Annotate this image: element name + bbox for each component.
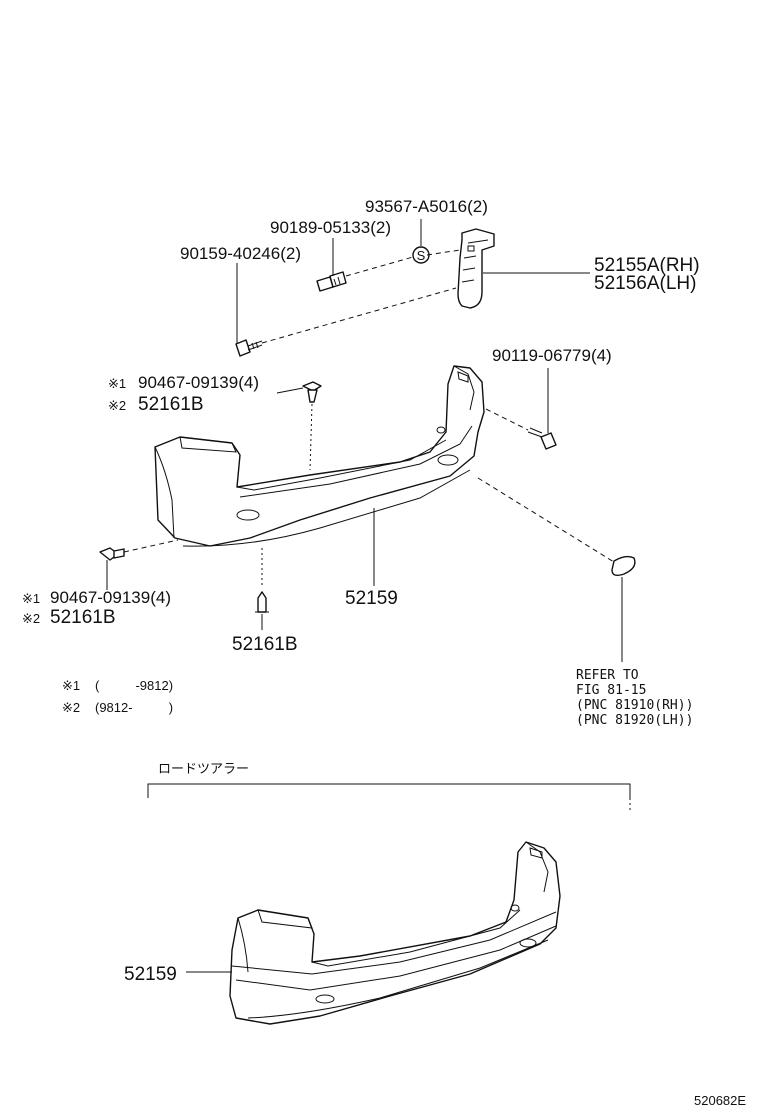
clip-52161b-bottom-icon <box>255 591 269 613</box>
bumper-retainer-icon <box>457 228 495 309</box>
clip-90467-left-icon <box>99 547 125 561</box>
clip-symbol: S <box>417 248 426 263</box>
label-52156: 52156A(LH) <box>594 273 696 294</box>
section-title: ロードツアラー <box>158 761 249 776</box>
label-52155: 52155A(RH) <box>594 255 700 276</box>
left-mark-1: ※1 <box>22 591 40 606</box>
refer-line-2: FIG 81-15 <box>576 683 646 698</box>
rear-bumper-cover-lower <box>229 841 561 1025</box>
note-2-text: (9812- ) <box>95 700 173 715</box>
top-mark-2: ※2 <box>108 398 126 413</box>
screw-90159-icon <box>235 339 263 357</box>
refer-line-3: (PNC 81910(RH)) <box>576 698 693 713</box>
rear-bumper-cover-upper <box>154 365 485 547</box>
label-52161b-top: 52161B <box>138 394 204 415</box>
diagram-code: 520682E <box>694 1093 746 1108</box>
note-2-mark: ※2 <box>62 700 80 715</box>
top-mark-1: ※1 <box>108 376 126 391</box>
label-90159: 90159-40246(2) <box>180 244 301 263</box>
refer-line-1: REFER TO <box>576 668 639 683</box>
label-93567: 93567-A5016(2) <box>365 197 488 216</box>
label-90119: 90119-06779(4) <box>492 346 612 365</box>
left-mark-2: ※2 <box>22 611 40 626</box>
label-90467-top: 90467-09139(4) <box>138 373 259 392</box>
screw-90189-icon <box>316 271 347 292</box>
reflector-icon <box>611 555 636 577</box>
note-1-mark: ※1 <box>62 678 80 693</box>
clip-93567-icon: S <box>412 246 430 264</box>
label-52159: 52159 <box>345 588 398 609</box>
section-bracket <box>147 783 631 798</box>
label-52159-lower: 52159 <box>124 964 177 985</box>
note-1-text: ( -9812) <box>95 678 173 693</box>
label-52161b-bottom: 52161B <box>232 634 298 655</box>
label-52161b-left: 52161B <box>50 607 116 628</box>
label-90189: 90189-05133(2) <box>270 218 391 237</box>
bolt-90119-icon <box>527 427 557 450</box>
refer-line-4: (PNC 81920(LH)) <box>576 713 693 728</box>
label-90467-left: 90467-09139(4) <box>50 588 171 607</box>
clip-90467-top-icon <box>302 381 322 403</box>
